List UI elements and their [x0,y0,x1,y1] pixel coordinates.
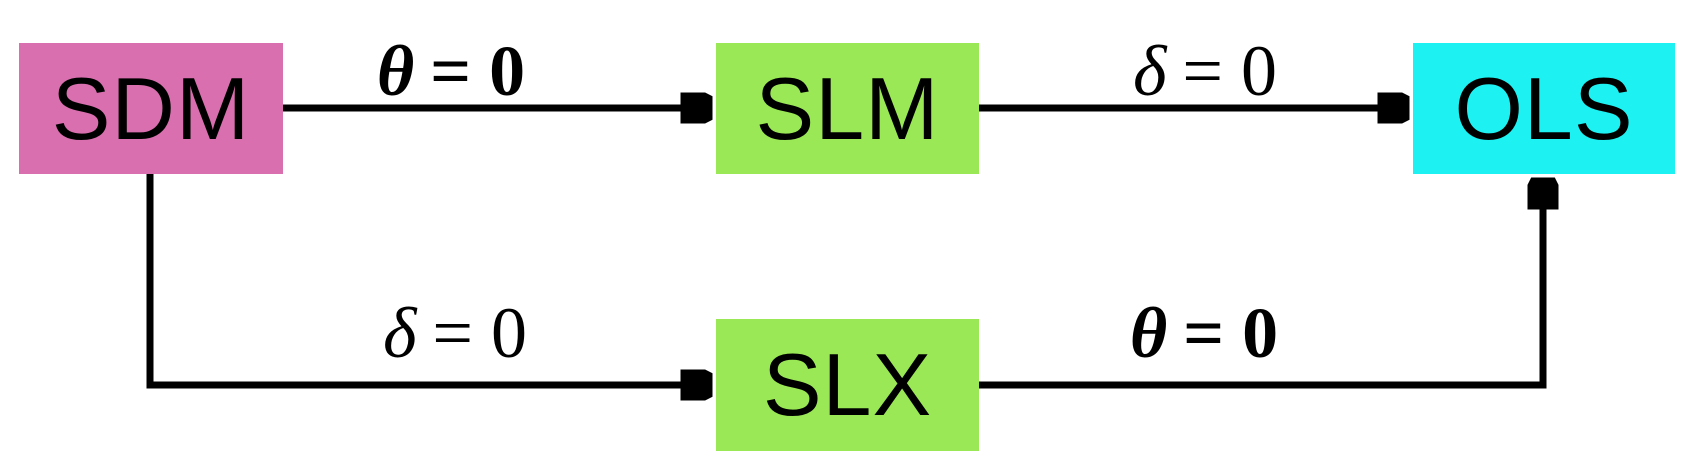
node-slx-label: SLX [762,335,933,434]
edge-label-slm-ols-value: = 0 [1182,31,1277,111]
edge-label-slx-ols: θ= 0 [1130,297,1278,369]
edge-label-sdm-slx: δ= 0 [383,297,527,369]
node-ols-label: OLS [1454,58,1634,158]
node-sdm-label: SDM [51,58,251,158]
edge-label-sdm-slm: θ= 0 [377,35,525,107]
arrow-sdm-to-slx [146,174,712,385]
edge-label-sdm-slm-value: = 0 [430,31,526,111]
edge-label-slm-ols-symbol: δ [1133,31,1167,111]
edge-label-slx-ols-symbol: θ [1129,293,1168,373]
node-slx: SLX [716,319,979,451]
edge-label-sdm-slx-value: = 0 [432,293,527,373]
node-ols: OLS [1413,43,1675,174]
arrow-slx-to-ols [979,178,1543,389]
edge-label-sdm-slm-symbol: θ [376,31,415,111]
node-slm-label: SLM [755,58,940,158]
node-slm: SLM [716,43,979,174]
edge-label-slx-ols-value: = 0 [1183,293,1279,373]
node-sdm: SDM [19,43,283,174]
edge-label-slm-ols: δ= 0 [1133,35,1277,107]
edge-label-sdm-slx-symbol: δ [383,293,417,373]
